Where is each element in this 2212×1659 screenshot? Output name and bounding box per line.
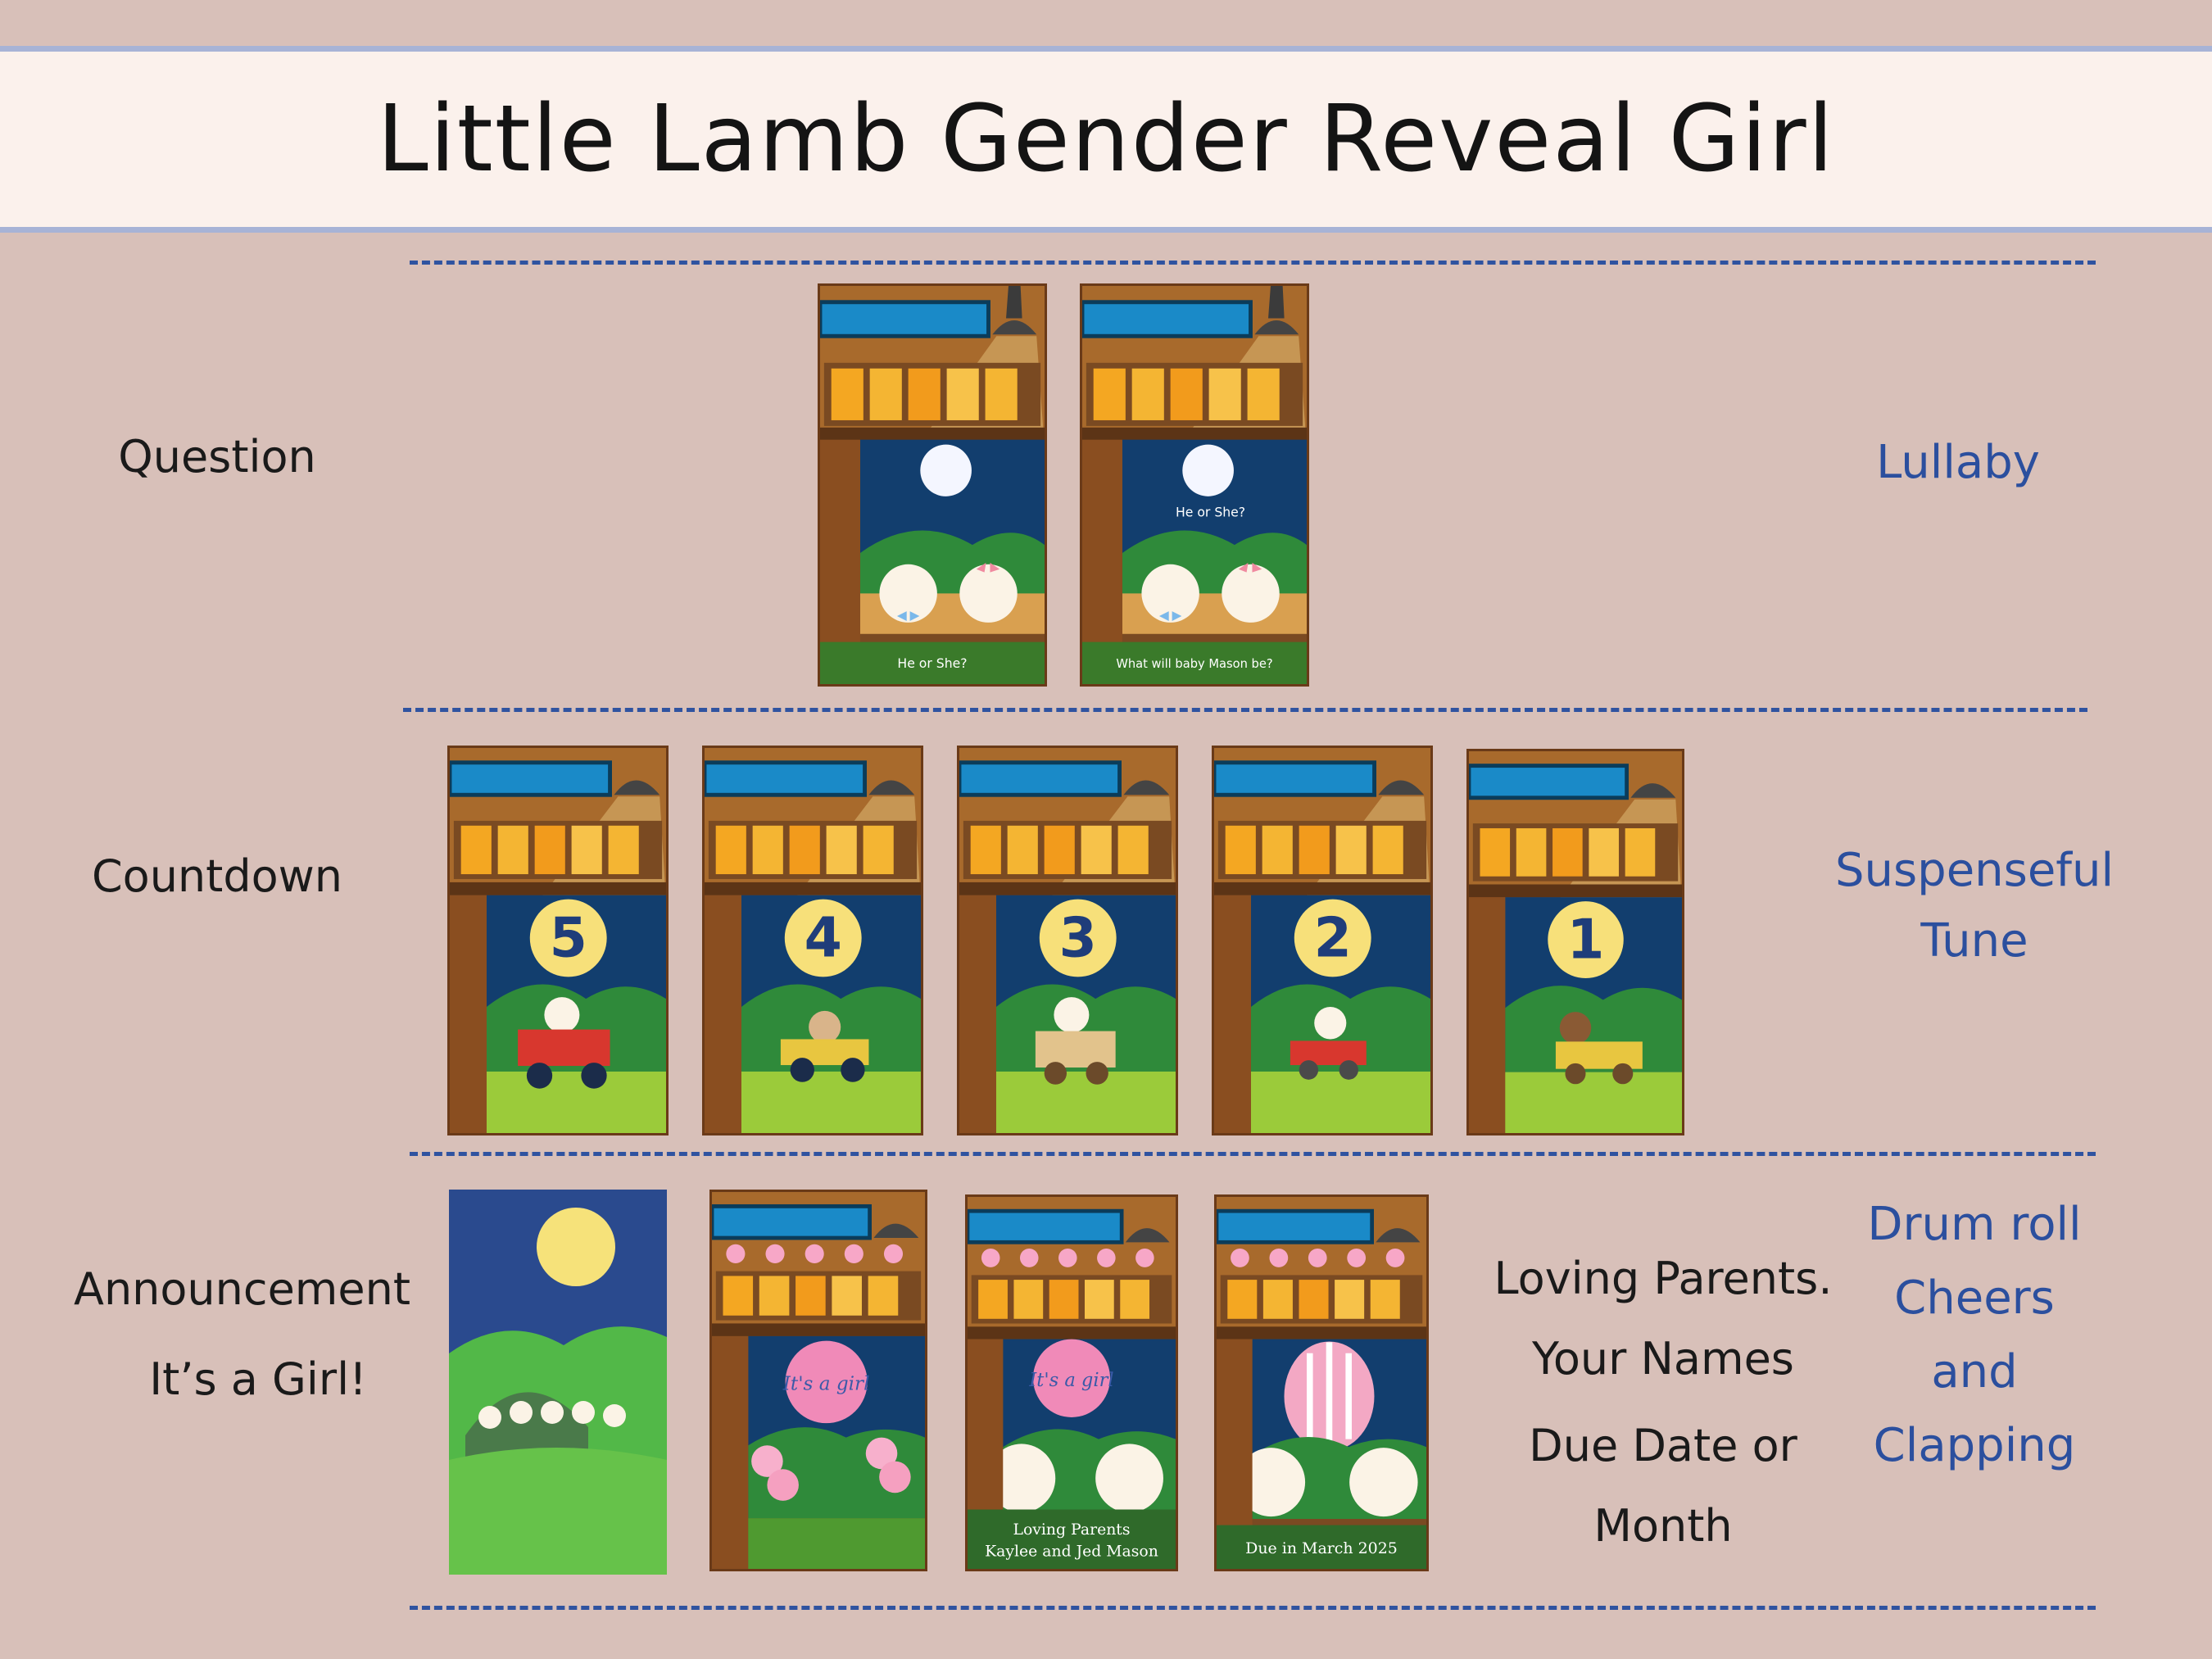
countdown-card-2: 2	[1212, 746, 1433, 1135]
detail-line-1: Loving Parents.	[1494, 1253, 1833, 1304]
question-card-2-caption: What will baby Mason be?	[1116, 657, 1272, 671]
card4-caption: Due in March 2025	[1245, 1539, 1398, 1557]
announcement-music-line1: Drum roll	[1867, 1198, 2082, 1251]
countdown-number-1: 1	[1567, 908, 1605, 972]
announcement-music: Drum roll Cheers and Clapping	[1819, 1188, 2130, 1483]
announcement-music-line2: Cheers	[1894, 1271, 2055, 1325]
detail-line-3: Due Date or	[1529, 1420, 1797, 1471]
question-card-1: He or She?	[818, 283, 1047, 687]
countdown-number-2: 2	[1314, 905, 1352, 969]
announcement-card-due: Due in March 2025	[1214, 1194, 1429, 1571]
countdown-music-line2: Tune	[1920, 914, 2028, 968]
countdown-number-3: 3	[1059, 905, 1097, 969]
divider-3	[410, 1152, 2096, 1156]
countdown-music: Suspenseful Tune	[1819, 836, 2130, 977]
divider-1	[410, 261, 2096, 265]
page-title: Little Lamb Gender Reveal Girl	[377, 86, 1835, 193]
announcement-music-line4: Clapping	[1873, 1419, 2076, 1472]
countdown-card-3: 3	[957, 746, 1178, 1135]
countdown-label: Countdown	[91, 850, 343, 902]
question-label: Question	[118, 431, 316, 483]
divider-4	[410, 1606, 2096, 1610]
countdown-card-1: 1	[1466, 749, 1684, 1135]
badge-text-card3: It's a girl	[1028, 1370, 1113, 1391]
countdown-number-5: 5	[550, 905, 587, 969]
card3-line1: Loving Parents	[1013, 1521, 1130, 1539]
announcement-music-line3: and	[1931, 1345, 2018, 1398]
announcement-details: Loving Parents. Your Names Due Date or M…	[1483, 1239, 1843, 1566]
announcement-label: Announcement	[74, 1263, 411, 1315]
countdown-music-line1: Suspenseful	[1834, 844, 2115, 897]
announcement-card-balloons: It's a girl	[709, 1190, 927, 1571]
announcement-card-moon	[449, 1190, 667, 1575]
badge-text-card2: It's a girl	[782, 1374, 870, 1395]
question-card-1-caption: He or She?	[897, 655, 967, 671]
question-card-2-overlay: He or She?	[1176, 504, 1245, 519]
title-band: Little Lamb Gender Reveal Girl	[0, 46, 2212, 233]
countdown-card-4: 4	[702, 746, 923, 1135]
countdown-number-4: 4	[805, 905, 842, 969]
card3-line2: Kaylee and Jed Mason	[985, 1543, 1158, 1561]
detail-line-4: Month	[1593, 1500, 1733, 1552]
question-card-2: He or She? What will baby Mason be?	[1080, 283, 1309, 687]
divider-2	[403, 708, 2087, 712]
countdown-card-5: 5	[447, 746, 669, 1135]
question-music: Lullaby	[1876, 436, 2040, 489]
detail-line-2: Your Names	[1532, 1333, 1794, 1385]
announcement-card-parents: It's a girl Loving Parents Kaylee and Je…	[965, 1194, 1178, 1571]
announcement-sublabel: It’s a Girl!	[149, 1353, 367, 1405]
